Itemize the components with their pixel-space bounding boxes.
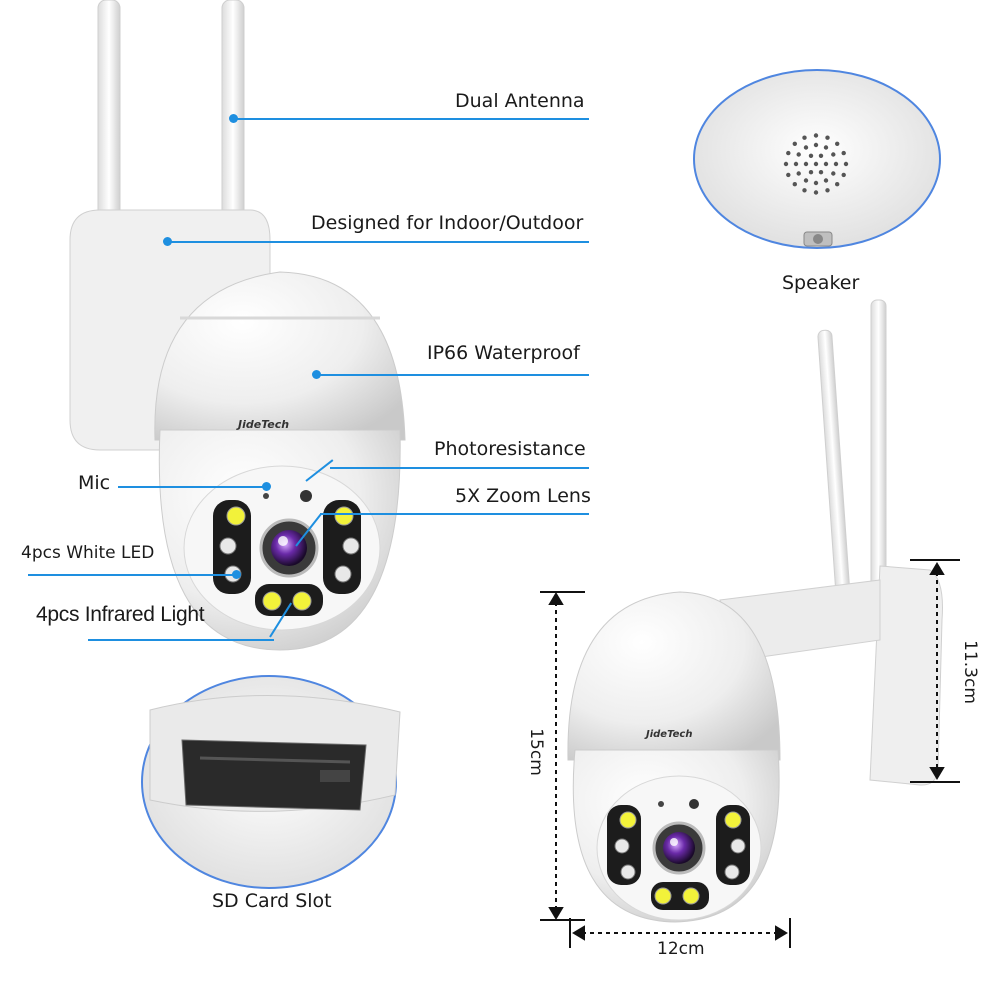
sd-card-inset (141, 675, 401, 889)
speaker-hole (796, 171, 801, 176)
side-camera (567, 299, 943, 923)
speaker-hole (803, 178, 809, 183)
speaker-hole (833, 161, 839, 167)
speaker-hole (831, 152, 836, 157)
speaker-hole (813, 161, 819, 167)
speaker-hole (825, 135, 830, 140)
mic-hole (263, 493, 269, 499)
speaker-hole (818, 170, 824, 175)
label-white-led: 4pcs White LED (21, 543, 155, 563)
label-photoresistance: Photoresistance (434, 438, 586, 460)
brand-logo: JideTech (238, 418, 290, 431)
speaker-hole (841, 150, 846, 156)
callout-dot-indoor-outdoor (163, 237, 172, 246)
speaker-hole (835, 141, 840, 146)
speaker-hole (803, 161, 809, 167)
dimension-lines (540, 559, 960, 948)
callout-line-infrared (88, 639, 274, 641)
label-waterproof: IP66 Waterproof (427, 342, 580, 364)
speaker-hole (823, 178, 829, 183)
callout-line-waterproof (316, 374, 589, 376)
speaker-hole (813, 180, 819, 186)
speaker-hole (825, 188, 830, 193)
callout-line-photoresistance (330, 467, 589, 469)
dimension-height-label: 15cm (525, 728, 546, 776)
speaker-hole (786, 172, 791, 178)
speaker-hole (803, 145, 809, 150)
photoresistor (300, 490, 312, 502)
side-wall-mount (869, 565, 943, 786)
label-zoom-lens: 5X Zoom Lens (455, 485, 591, 507)
speaker-inset (693, 69, 941, 249)
callout-line-indoor-outdoor (167, 241, 589, 243)
callout-line-mic (118, 486, 266, 488)
speaker-hole (783, 161, 789, 167)
speaker-hole (792, 182, 797, 187)
speaker-grille (783, 133, 849, 195)
speaker-hole (796, 152, 801, 157)
white-leds (226, 506, 354, 611)
label-indoor-outdoor: Designed for Indoor/Outdoor (311, 212, 584, 234)
camera-dome (154, 271, 406, 441)
speaker-hole (831, 171, 836, 176)
speaker-hole (818, 153, 824, 158)
led-panel-right (323, 500, 361, 594)
callout-dot-white-led (232, 570, 241, 579)
speaker-hole (841, 172, 846, 178)
speaker-hole (843, 161, 849, 167)
callout-dot-mic (262, 482, 271, 491)
label-speaker: Speaker (782, 272, 860, 294)
speaker-hole (802, 135, 807, 140)
speaker-hole (808, 153, 814, 158)
speaker-hole (813, 142, 819, 148)
callout-line-zoom (320, 513, 589, 515)
callout-line-antenna (233, 118, 589, 120)
speaker-hole (793, 161, 799, 167)
speaker-hole (813, 190, 819, 195)
callout-dot-waterproof (312, 370, 321, 379)
brand-logo-side: JideTech (646, 729, 693, 740)
speaker-hole (792, 141, 797, 146)
speaker-hole (786, 150, 791, 156)
speaker-hole (813, 133, 819, 138)
dimension-width-label: 12cm (657, 939, 705, 959)
speaker-hole (835, 182, 840, 187)
main-camera (69, 0, 406, 651)
speaker-hole (802, 188, 807, 193)
label-dual-antenna: Dual Antenna (455, 90, 585, 112)
speaker-hole (808, 170, 814, 175)
label-infrared: 4pcs Infrared Light (36, 603, 205, 626)
callout-dot-antenna (229, 114, 238, 123)
label-sd-card: SD Card Slot (212, 890, 332, 912)
dimension-depth-label: 11.3cm (959, 640, 980, 704)
label-mic: Mic (78, 472, 111, 494)
callout-line-white-led (28, 574, 236, 576)
speaker-hole (823, 145, 829, 150)
speaker-hole (823, 161, 829, 167)
side-camera-dome (567, 591, 781, 761)
